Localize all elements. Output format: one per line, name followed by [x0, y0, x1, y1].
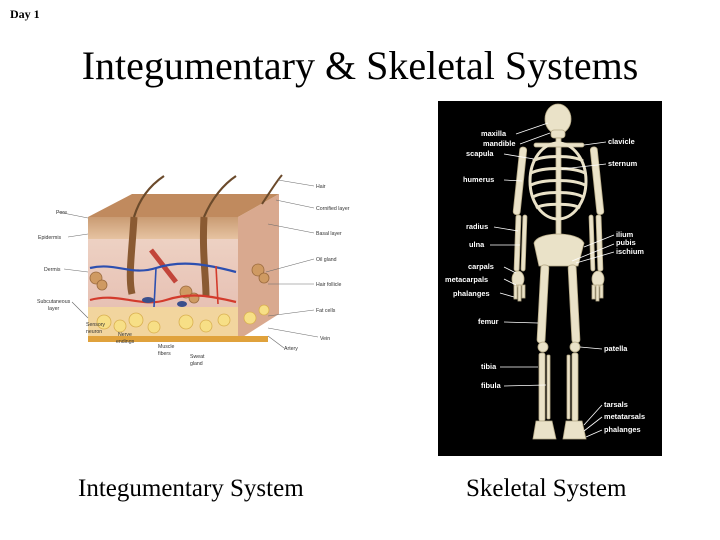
- label-basal-layer: Basal layer: [316, 231, 342, 237]
- label-maxilla: maxilla: [481, 129, 507, 138]
- slide-title: Integumentary & Skeletal Systems: [0, 40, 720, 92]
- label-hair-follicle: Hair follicle: [316, 282, 341, 288]
- label-sensory-neuron: neuron: [86, 329, 102, 335]
- label-carpals: carpals: [468, 262, 494, 271]
- label-nerve-endings: endings: [116, 339, 135, 345]
- label-vein: Vein: [320, 336, 330, 342]
- label-artery: Artery: [284, 346, 298, 352]
- skeletal-caption: Skeletal System: [466, 475, 626, 503]
- label-scapula: scapula: [466, 149, 494, 158]
- label-subcutaneous-layer: layer: [48, 306, 60, 312]
- label-radius: radius: [466, 222, 488, 231]
- label-phalanges-hand: phalanges: [453, 289, 490, 298]
- skeleton-diagram: maxilla mandible scapula humerus radius …: [438, 101, 662, 456]
- label-epidermis: Epidermis: [38, 235, 61, 241]
- label-nerve: Nerve: [118, 332, 132, 338]
- label-cornified-layer: Cornified layer: [316, 206, 350, 212]
- label-ischium: ischium: [616, 247, 644, 256]
- label-fibula: fibula: [481, 381, 502, 390]
- label-tarsals: tarsals: [604, 400, 628, 409]
- label-sweat: Sweat: [190, 354, 205, 360]
- day-label: Day 1: [10, 7, 40, 22]
- label-femur: femur: [478, 317, 499, 326]
- label-ulna: ulna: [469, 240, 485, 249]
- label-subcutaneous: Subcutaneous: [37, 299, 71, 305]
- label-sensory: Sensory: [86, 322, 105, 328]
- label-hair: Hair: [316, 184, 326, 190]
- label-patella: patella: [604, 344, 628, 353]
- label-sweat-gland: gland: [190, 361, 203, 367]
- label-oil-gland: Oil gland: [316, 257, 337, 263]
- label-phalanges-foot: phalanges: [604, 425, 641, 434]
- label-clavicle: clavicle: [608, 137, 635, 146]
- label-metacarpals: metacarpals: [445, 275, 488, 284]
- label-dermis: Dermis: [44, 267, 61, 273]
- label-humerus: humerus: [463, 175, 494, 184]
- label-tibia: tibia: [481, 362, 497, 371]
- label-metatarsals: metatarsals: [604, 412, 645, 421]
- label-muscle: Muscle: [158, 344, 175, 350]
- skin-diagram: Hair Cornified layer Basal layer Oil gla…: [36, 172, 366, 367]
- label-pubis: pubis: [616, 238, 636, 247]
- label-fat-cells: Fat cells: [316, 308, 336, 314]
- label-sternum: sternum: [608, 159, 638, 168]
- label-pore: Pore: [56, 210, 67, 216]
- label-muscle-fibers: fibers: [158, 351, 171, 357]
- label-mandible: mandible: [483, 139, 515, 148]
- integumentary-caption: Integumentary System: [78, 475, 304, 503]
